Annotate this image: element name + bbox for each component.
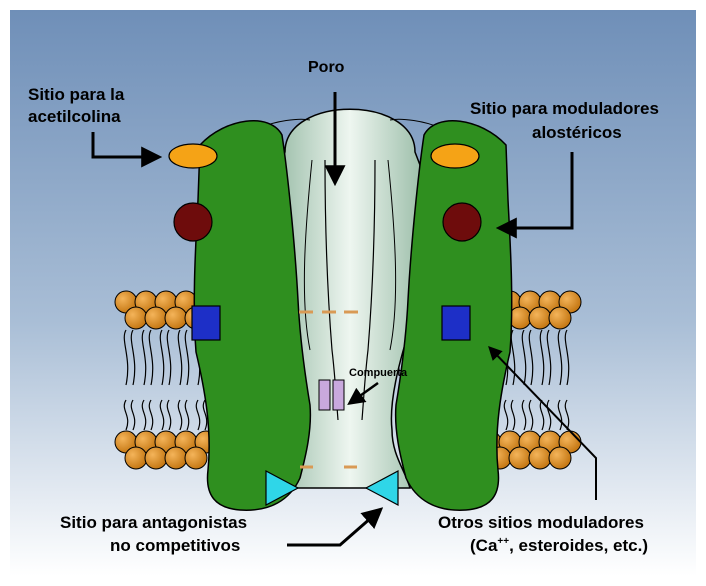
lipid-head [549,447,571,469]
lipid-head [125,447,147,469]
other-site-left [192,306,220,340]
label-moduladores-line2: alostéricos [532,123,622,142]
label-poro: Poro [308,59,345,76]
lipid-head [145,307,167,329]
label-moduladores-line1: Sitio para moduladores [470,99,659,118]
label-compuerta: Compuerta [349,367,408,379]
acetylcholine-site-left [169,144,217,168]
label-antagonistas-line1: Sitio para antagonistas [60,513,247,532]
label-acetilcolina-line2: acetilcolina [28,107,121,126]
lipid-head [549,307,571,329]
acetylcholine-site-right [431,144,479,168]
lipid-head [185,447,207,469]
lipid-head [165,307,187,329]
lipid-head [145,447,167,469]
other-site-right [442,306,470,340]
lipid-head [125,307,147,329]
lipid-head [165,447,187,469]
label-otros-line2: (Ca++, esteroides, etc.) [470,536,648,555]
lipid-head [529,447,551,469]
allosteric-site-left [174,203,212,241]
lipid-head [529,307,551,329]
label-otros-line1: Otros sitios moduladores [438,513,644,532]
label-antagonistas-line2: no competitivos [110,536,240,555]
lipid-head [509,447,531,469]
label-acetilcolina-line1: Sitio para la [28,85,125,104]
allosteric-site-right [443,203,481,241]
